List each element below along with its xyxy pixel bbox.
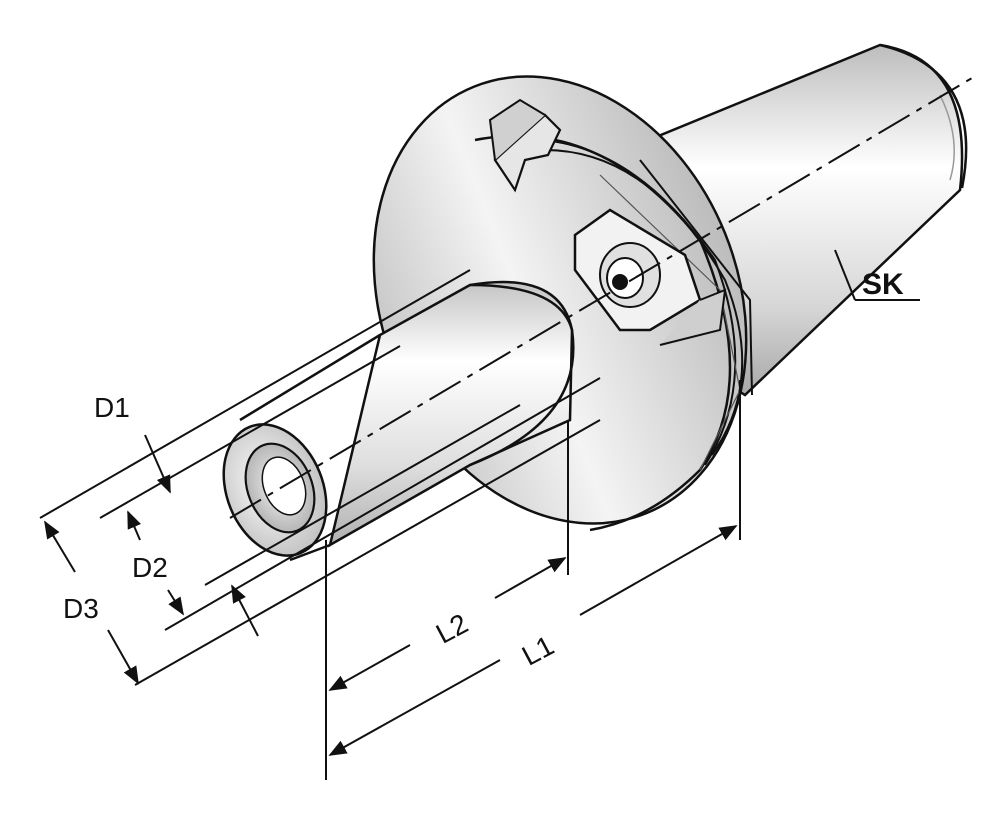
label-l2: L2: [431, 608, 473, 650]
label-d3: D3: [63, 593, 99, 624]
label-sk: SK: [862, 268, 904, 301]
center-line: [229, 77, 973, 519]
dimension-d3: [39, 269, 601, 686]
extension-lines: [325, 380, 741, 780]
label-d2: D2: [132, 552, 168, 583]
orientation-block: [573, 208, 727, 346]
dimension-d1: [99, 345, 401, 541]
label-d1: D1: [94, 392, 130, 423]
dimension-d2: [167, 404, 521, 637]
label-l1: L1: [517, 630, 559, 672]
sk-leader: [834, 249, 920, 301]
drive-slot: [488, 98, 562, 193]
dimension-l2: [328, 557, 567, 691]
dimension-l1: [328, 525, 738, 756]
